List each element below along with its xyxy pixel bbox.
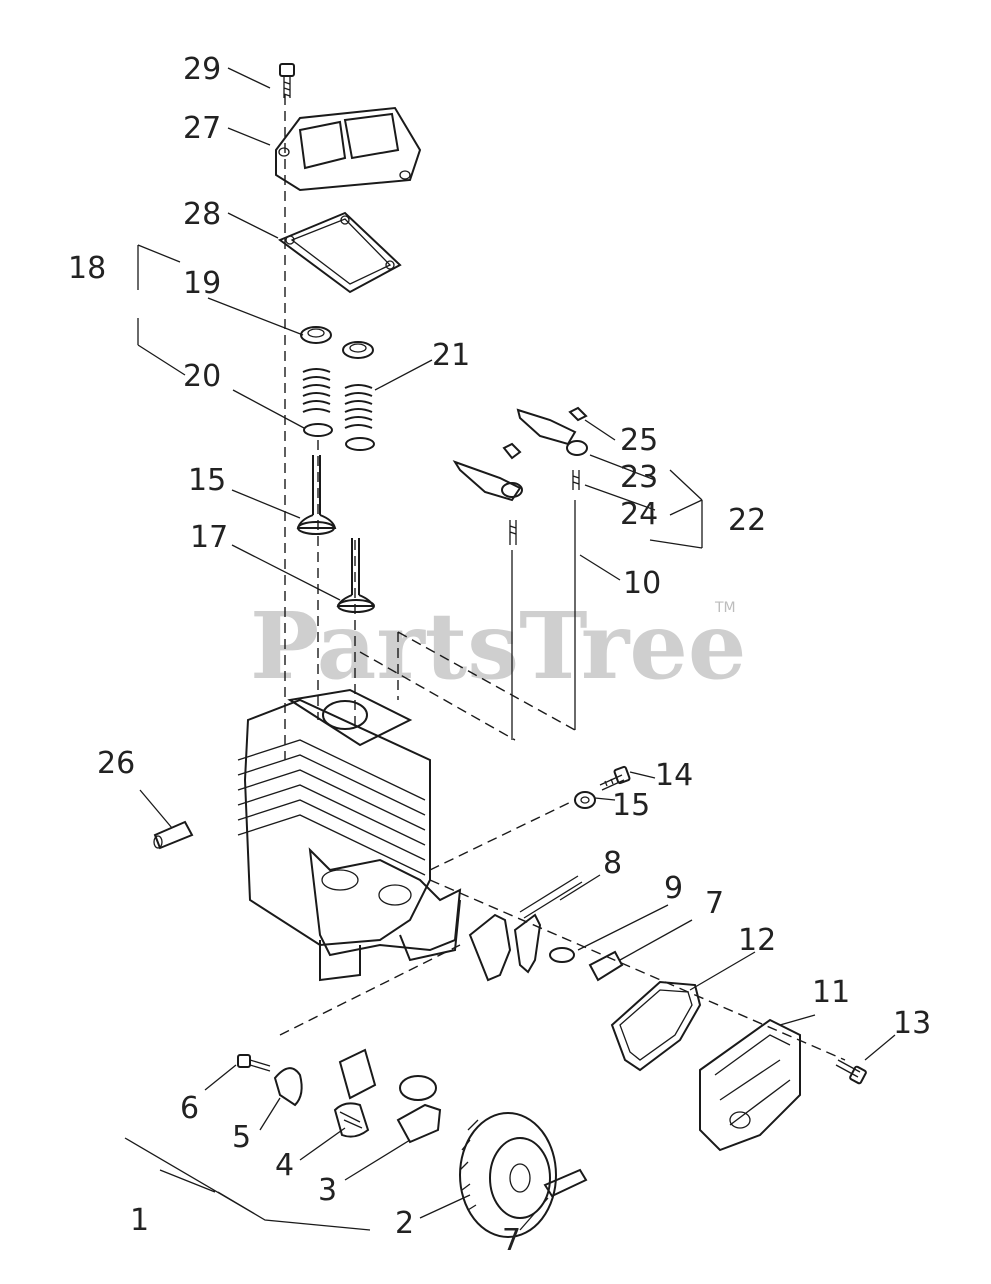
- callout-26: 26: [97, 746, 135, 781]
- valve-spring: [302, 368, 373, 429]
- leader-lines: [139, 67, 896, 1231]
- callout-3: 3: [318, 1173, 337, 1208]
- callout-25: 25: [620, 423, 658, 458]
- callout-27: 27: [183, 111, 221, 146]
- callout-18: 18: [68, 251, 106, 286]
- watermark-trademark: TM: [714, 600, 736, 616]
- callout-20: 20: [183, 359, 221, 394]
- callout-7-lower: 7: [502, 1223, 521, 1258]
- callout-15-upper: 15: [188, 463, 226, 498]
- callout-6: 6: [180, 1091, 199, 1126]
- guide-lines: [359, 631, 576, 741]
- callout-22: 22: [728, 503, 766, 538]
- callout-29: 29: [183, 52, 221, 87]
- valve-spring-retainer: [300, 326, 374, 359]
- callout-10: 10: [623, 566, 661, 601]
- callout-21: 21: [432, 338, 470, 373]
- cylinder-head-cover: [275, 106, 422, 192]
- callout-23: 23: [620, 460, 658, 495]
- head-cover-bolt: [279, 63, 295, 98]
- bracket-22: [649, 469, 703, 549]
- callout-4: 4: [275, 1148, 294, 1183]
- callout-labels: 29 27 28 18 19 20 21 15 17 25 23 24 22 1…: [68, 52, 931, 1258]
- governor-parts: [468, 875, 624, 982]
- callout-7-upper: 7: [705, 886, 724, 921]
- camshaft-assembly: [237, 1048, 588, 1238]
- cover-bolt: [835, 1059, 867, 1085]
- callout-17: 17: [190, 520, 228, 555]
- crankcase-cover-gasket: [610, 980, 702, 1072]
- callout-5: 5: [232, 1120, 251, 1155]
- callout-11: 11: [812, 975, 850, 1010]
- guide-line-collar: [429, 799, 576, 871]
- head-cover-gasket: [277, 211, 402, 294]
- rocker-arm-assembly: [452, 406, 588, 740]
- crankcase-cover: [699, 1018, 801, 1152]
- callout-9: 9: [664, 871, 683, 906]
- intake-valve: [296, 455, 337, 535]
- callout-12: 12: [738, 923, 776, 958]
- callout-15-lower: 15: [612, 788, 650, 823]
- cylinder-block: [237, 688, 462, 982]
- watermark-text: PartsTree: [250, 592, 746, 700]
- dowel-pin: [153, 820, 194, 850]
- callout-1: 1: [130, 1203, 149, 1238]
- guide-line-cover: [429, 879, 846, 1061]
- callout-8: 8: [603, 846, 622, 881]
- callout-19: 19: [183, 266, 221, 301]
- valve-spring-seat: [303, 423, 375, 451]
- callout-14: 14: [655, 758, 693, 793]
- callout-13: 13: [893, 1006, 931, 1041]
- callout-2: 2: [395, 1206, 414, 1241]
- bracket-18: [137, 244, 186, 376]
- exhaust-valve: [336, 538, 375, 613]
- callout-24: 24: [620, 497, 658, 532]
- callout-28: 28: [183, 197, 221, 232]
- guide-line-lower: [279, 944, 461, 1036]
- bracket-1: [124, 1137, 371, 1231]
